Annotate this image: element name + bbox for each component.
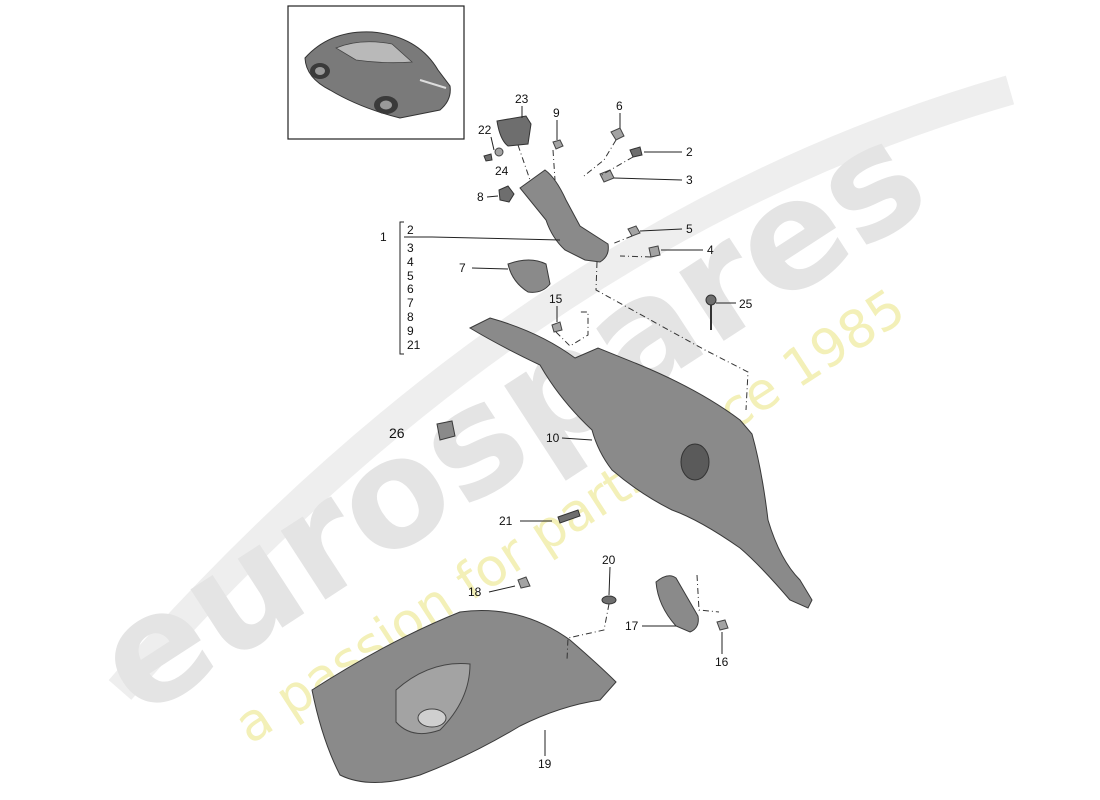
callout-1: 1 [380,230,387,244]
bracket-item: 5 [407,269,414,283]
callout-17: 17 [625,619,639,633]
part-17-side-panel [655,575,699,633]
part-1-pillar-trim [519,169,609,263]
part-25-fastener [705,294,717,330]
part-22-screw [483,153,493,162]
car-inset [287,5,465,140]
bracket-item: 7 [407,296,414,310]
part-18-clip [517,576,531,589]
callout-26: 26 [389,425,405,441]
callout-22: 22 [478,123,492,137]
callout-5: 5 [686,222,693,236]
part-24-clip [494,147,504,157]
part-6-clip [610,127,625,141]
bracket-item: 21 [407,338,421,352]
part-23-vent-cover [496,115,532,147]
part-26-block [436,420,456,441]
bracket-item: 2 [407,223,414,237]
part-10-speaker-hole [680,443,710,481]
callout-3: 3 [686,173,693,187]
car-thumbnail-icon [304,31,451,119]
part-15-clip [551,321,563,333]
callout-19: 19 [538,757,552,771]
leader-lines [431,106,736,756]
part-9-clip [552,139,564,150]
callout-10: 10 [546,431,560,445]
part-10-quarter-trim [468,317,813,609]
callout-16: 16 [715,655,729,669]
callout-9: 9 [553,106,560,120]
callout-18: 18 [468,585,482,599]
bracket-item: 6 [407,282,414,296]
callout-15: 15 [549,292,563,306]
callout-24: 24 [495,164,509,178]
part-21-strip [557,509,581,524]
callout-2: 2 [686,145,693,159]
callout-6: 6 [616,99,623,113]
part-8-clip [498,185,515,203]
bracket-item: 8 [407,310,414,324]
part-19-tunnel [395,663,471,735]
part-4-clip [648,245,661,258]
part-7-cover [507,259,551,293]
callout-21: 21 [499,514,513,528]
callout-7: 7 [459,261,466,275]
callout-23: 23 [515,92,529,106]
part-19-floor-carpet [311,610,617,783]
part-20-grommet [601,595,617,605]
callouts: 23 9 6 22 24 2 3 8 1 5 4 7 25 15 26 10 2… [380,92,753,771]
part-2-clip [629,146,643,158]
bracket-item: 4 [407,255,414,269]
callout-25: 25 [739,297,753,311]
bracket-item: 9 [407,324,414,338]
part-16-clip [716,619,729,631]
dashed-lines [517,139,749,661]
bracket-item: 3 [407,241,414,255]
callout-20: 20 [602,553,616,567]
part-5-clip [627,225,641,237]
callout-4: 4 [707,243,714,257]
parts [311,115,813,783]
part-19-seat-mount [417,708,447,728]
bracket-list: 2 3 4 5 6 7 8 9 21 [399,221,432,355]
callout-8: 8 [477,190,484,204]
